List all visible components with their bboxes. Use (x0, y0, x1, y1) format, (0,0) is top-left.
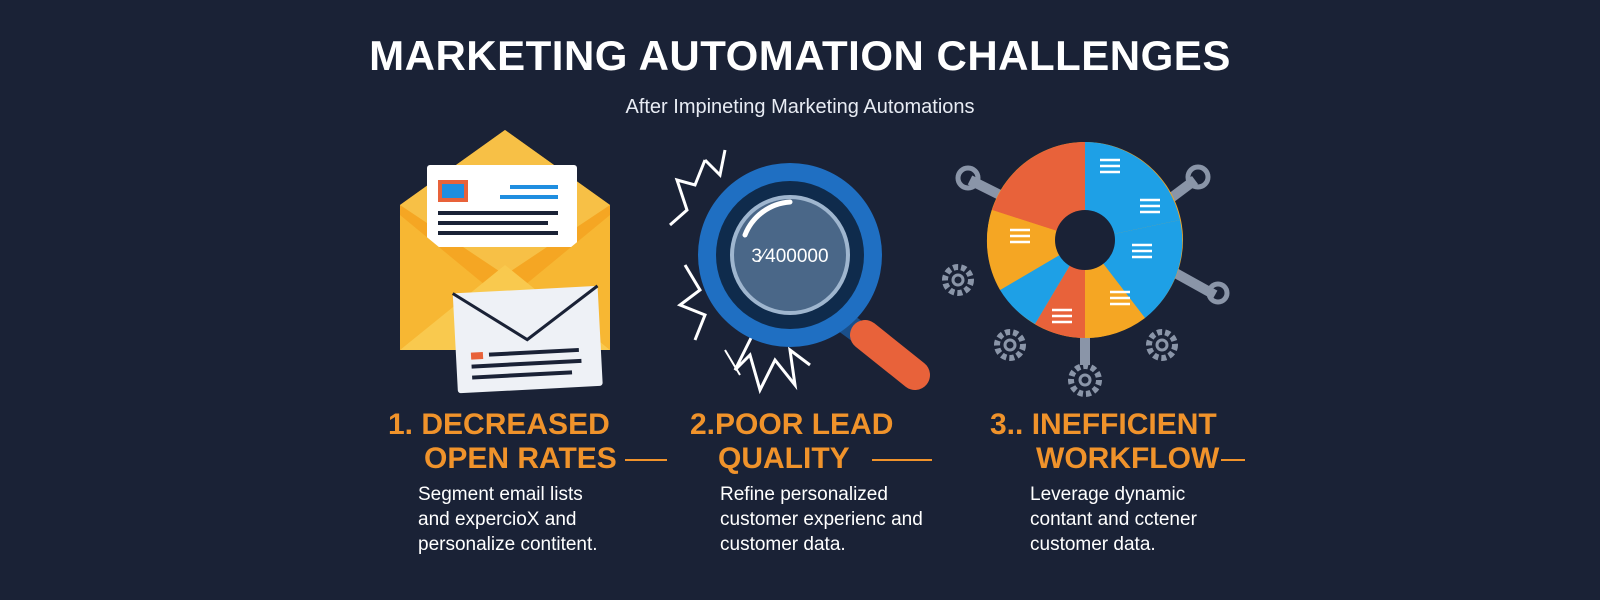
pie-chart-icon (942, 142, 1230, 397)
challenge-1-heading-line1: DECREASED (421, 408, 610, 441)
challenge-3-desc-line: Leverage dynamic (1030, 484, 1186, 505)
challenge-2-heading-line2: QUALITY (718, 442, 850, 475)
challenge-1-heading-line2: OPEN RATES (424, 442, 617, 475)
challenge-3-heading-line1: INEFFICIENT (1031, 408, 1217, 441)
lens-value: 3∕400000 (751, 246, 828, 267)
challenge-1-desc-line: personalize contitent. (418, 534, 598, 555)
challenge-2-desc-line: Refine personalized (720, 484, 888, 505)
challenge-2-desc-line: customer experienc and (720, 509, 923, 530)
challenge-3-desc-line: contant and cctener (1030, 509, 1197, 530)
challenge-3-heading-line2: WORKFLOW (1036, 442, 1220, 475)
challenge-2-desc-line: customer data. (720, 534, 846, 555)
challenge-3-number: 3.. (990, 408, 1024, 441)
challenge-1-underline (624, 459, 667, 462)
challenge-3-description: Leverage dynamic contant and cctener cus… (1030, 482, 1290, 557)
challenge-1-desc-line: Segment email lists (418, 484, 583, 505)
page-subtitle: After Impineting Marketing Automations (625, 96, 975, 118)
challenge-1-number: 1. (388, 408, 414, 441)
challenge-2-heading: 2.POOR LEAD QUALITY (690, 408, 932, 476)
challenge-3-underline (1221, 459, 1246, 462)
challenge-1-desc-line: and expercioX and (418, 509, 577, 530)
challenge-1-description: Segment email lists and expercioX and pe… (418, 482, 678, 557)
challenge-1-heading: 1. DECREASED OPEN RATES (388, 408, 667, 476)
challenge-3-heading: 3.. INEFFICIENT WORKFLOW (990, 408, 1246, 476)
page-title: MARKETING AUTOMATION CHALLENGES (369, 32, 1231, 79)
magnifier-icon: 3∕400000 (669, 149, 930, 395)
challenge-2-number: 2. (690, 408, 716, 441)
envelope-icon (400, 130, 610, 394)
challenge-2-heading-line1: POOR LEAD (715, 408, 894, 441)
challenge-2-description: Refine personalized customer experienc a… (720, 482, 980, 557)
challenge-2-underline (871, 459, 932, 462)
challenge-3-desc-line: customer data. (1030, 534, 1156, 555)
